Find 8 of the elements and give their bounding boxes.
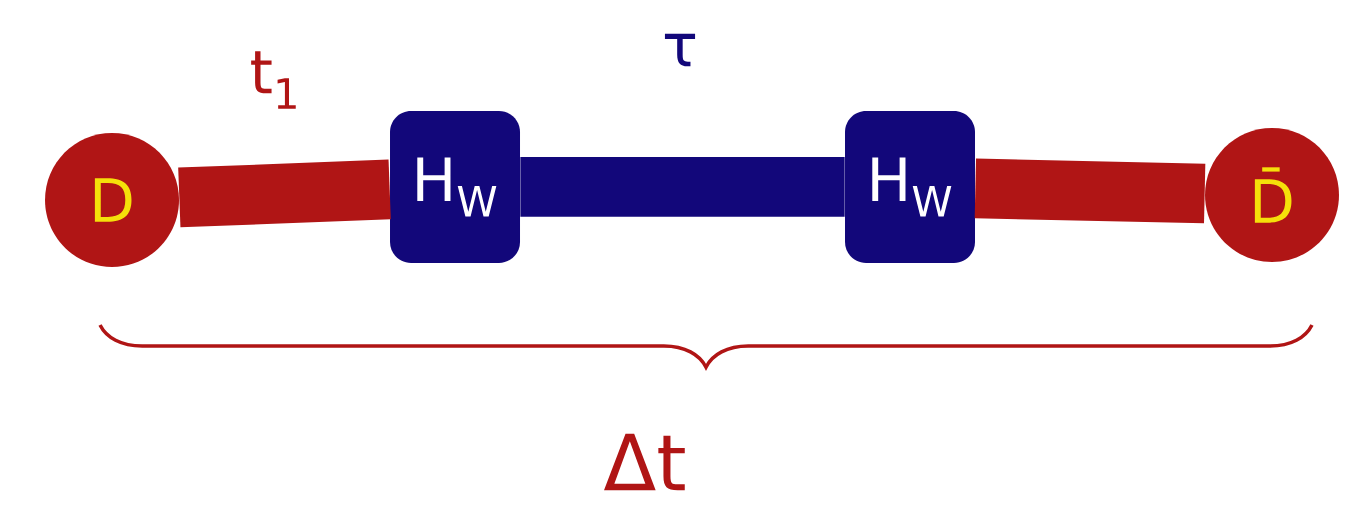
connector-bar [974, 158, 1206, 224]
edge-label: t$_{1}$ [246, 47, 304, 113]
connector-bar [520, 157, 845, 217]
edge-label: τ [658, 30, 702, 70]
operator-box: H$_{W}$ [390, 111, 520, 263]
interval-label: Δt [604, 433, 685, 491]
connector-bar [178, 159, 391, 228]
operator-box: H$_{W}$ [845, 111, 975, 263]
